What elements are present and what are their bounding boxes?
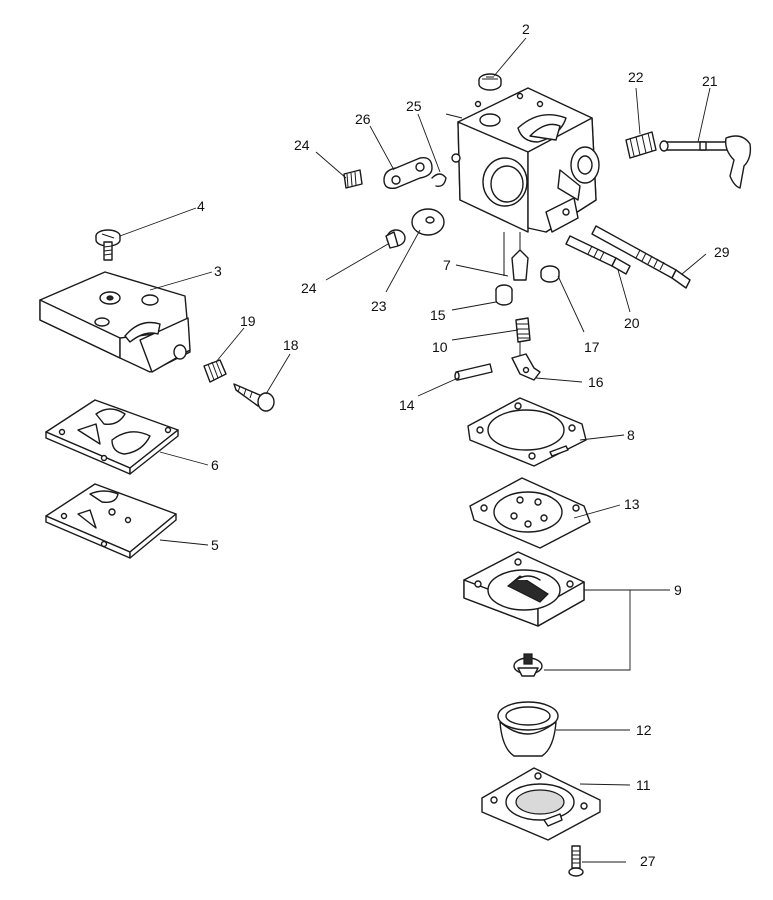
leader-25 (417, 113, 441, 173)
callout-11: 11 (636, 777, 651, 793)
leader-24a (315, 151, 347, 179)
callout-24-lower: 24 (301, 280, 317, 296)
part-24-screw-lower (385, 229, 406, 249)
leader-9 (544, 589, 670, 671)
callout-14: 14 (399, 397, 415, 413)
leader-19 (215, 327, 245, 363)
part-11-retainer (481, 767, 601, 841)
leader-17 (557, 275, 585, 333)
leader-21 (697, 87, 711, 143)
leader-24b (325, 243, 389, 281)
leader-5 (159, 539, 209, 546)
part-20-needle (565, 235, 631, 275)
part-6-gasket (45, 399, 179, 475)
callout-17: 17 (584, 339, 600, 355)
part-14-pin (454, 363, 493, 381)
part-22-spring (625, 131, 657, 159)
callout-9: 9 (674, 582, 682, 598)
callout-22: 22 (628, 69, 644, 85)
part-29-needle (591, 225, 691, 289)
leader-14 (417, 377, 459, 397)
callout-10: 10 (432, 339, 448, 355)
part-8-gasket (467, 397, 587, 467)
callout-25: 25 (406, 98, 422, 114)
callout-27: 27 (640, 853, 656, 869)
part-21-shaft (659, 135, 752, 189)
leader-7 (455, 264, 509, 277)
part-5-diaphragm (45, 483, 177, 559)
part-25-clip (431, 173, 447, 188)
leader-10 (451, 329, 519, 341)
leader-2 (493, 37, 527, 77)
callout-18: 18 (283, 337, 299, 353)
callout-13: 13 (624, 496, 640, 512)
leader-22 (635, 87, 641, 135)
part-24-screw-upper (343, 169, 363, 189)
part-16-lever (511, 342, 541, 381)
part-13-plate (469, 477, 591, 549)
leader-3 (149, 271, 213, 291)
part-4-screw (95, 229, 121, 261)
callout-23: 23 (371, 298, 387, 314)
leader-20 (617, 269, 631, 313)
leader-6 (159, 451, 209, 466)
callout-12: 12 (636, 722, 652, 738)
part-27-screw (568, 845, 584, 877)
callout-26: 26 (355, 111, 371, 127)
part-15-screw (495, 284, 513, 306)
part-26-lever (383, 157, 433, 190)
callout-5: 5 (211, 537, 219, 553)
callout-24-upper: 24 (294, 137, 310, 153)
callout-labels: 2 3 4 5 6 7 8 9 10 11 12 13 14 15 16 17 … (197, 21, 730, 869)
callout-19: 19 (240, 313, 256, 329)
part-23-disc (411, 208, 445, 236)
leader-13 (573, 504, 621, 519)
callout-16: 16 (588, 374, 604, 390)
part-2-screen (478, 73, 502, 91)
leader-23 (385, 229, 421, 293)
callout-3: 3 (214, 263, 222, 279)
part-17-cap (540, 265, 560, 283)
callout-15: 15 (430, 307, 446, 323)
callout-20: 20 (624, 315, 640, 331)
leader-18 (265, 353, 291, 395)
leader-29 (681, 253, 707, 275)
part-9-pump-cover (463, 551, 585, 627)
leader-16 (535, 377, 583, 383)
leader-11 (579, 783, 631, 786)
callout-6: 6 (211, 457, 219, 473)
callout-7: 7 (443, 257, 451, 273)
part-10-spring (515, 317, 531, 343)
part-12-bulb (497, 701, 559, 757)
leader-lines (119, 37, 711, 863)
part-7-needle (503, 232, 529, 281)
callout-21: 21 (702, 73, 718, 89)
leader-15 (451, 301, 497, 311)
callout-29: 29 (714, 244, 730, 260)
callout-8: 8 (627, 427, 635, 443)
part-3-cover (39, 271, 191, 373)
leader-4 (119, 207, 197, 237)
leader-26 (369, 125, 395, 171)
part-18-screw (233, 383, 275, 412)
callout-2: 2 (522, 21, 530, 37)
leader-8 (579, 434, 625, 441)
part-9-valve (513, 653, 543, 677)
part-19-spring (203, 359, 227, 383)
callout-4: 4 (197, 198, 205, 214)
part-carburettor-body (445, 87, 600, 233)
